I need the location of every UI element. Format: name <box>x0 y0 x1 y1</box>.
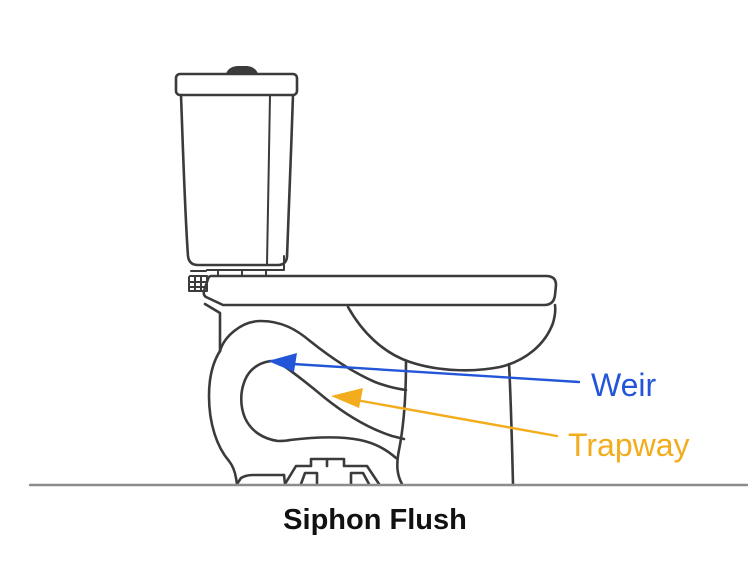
tank-body <box>179 93 295 267</box>
flush-button <box>226 66 258 74</box>
trap-outlet-flange <box>282 457 381 486</box>
trapway-lower-channel <box>288 436 398 460</box>
trapway-outer-arch-top <box>218 319 408 392</box>
weir-arrowhead-icon <box>268 353 297 372</box>
weir-label: Weir <box>591 367 657 403</box>
tank-front-edge-line <box>266 94 271 265</box>
pedestal-front-edge <box>396 360 408 486</box>
supply-valve <box>188 270 208 292</box>
trapway-label: Trapway <box>568 427 690 463</box>
weir-down-channel <box>275 359 406 441</box>
trapway-inner-hook <box>239 359 292 443</box>
diagram-caption: Siphon Flush <box>283 504 467 536</box>
weir-arrow-line <box>291 362 581 384</box>
seat-deck <box>202 274 558 307</box>
pedestal-right-edge <box>507 362 515 486</box>
tank-lid <box>174 72 299 97</box>
trapway-arrow-line <box>354 398 559 438</box>
tank-base-trim <box>206 255 285 277</box>
bowl-underside <box>346 303 557 372</box>
pedestal-back-edge <box>203 302 222 353</box>
trapway-outer-arch-left <box>207 349 239 486</box>
trapway-arrowhead-icon <box>331 388 363 408</box>
toilet-foot-bottom <box>235 473 286 486</box>
toilet-outline-group <box>174 66 558 486</box>
